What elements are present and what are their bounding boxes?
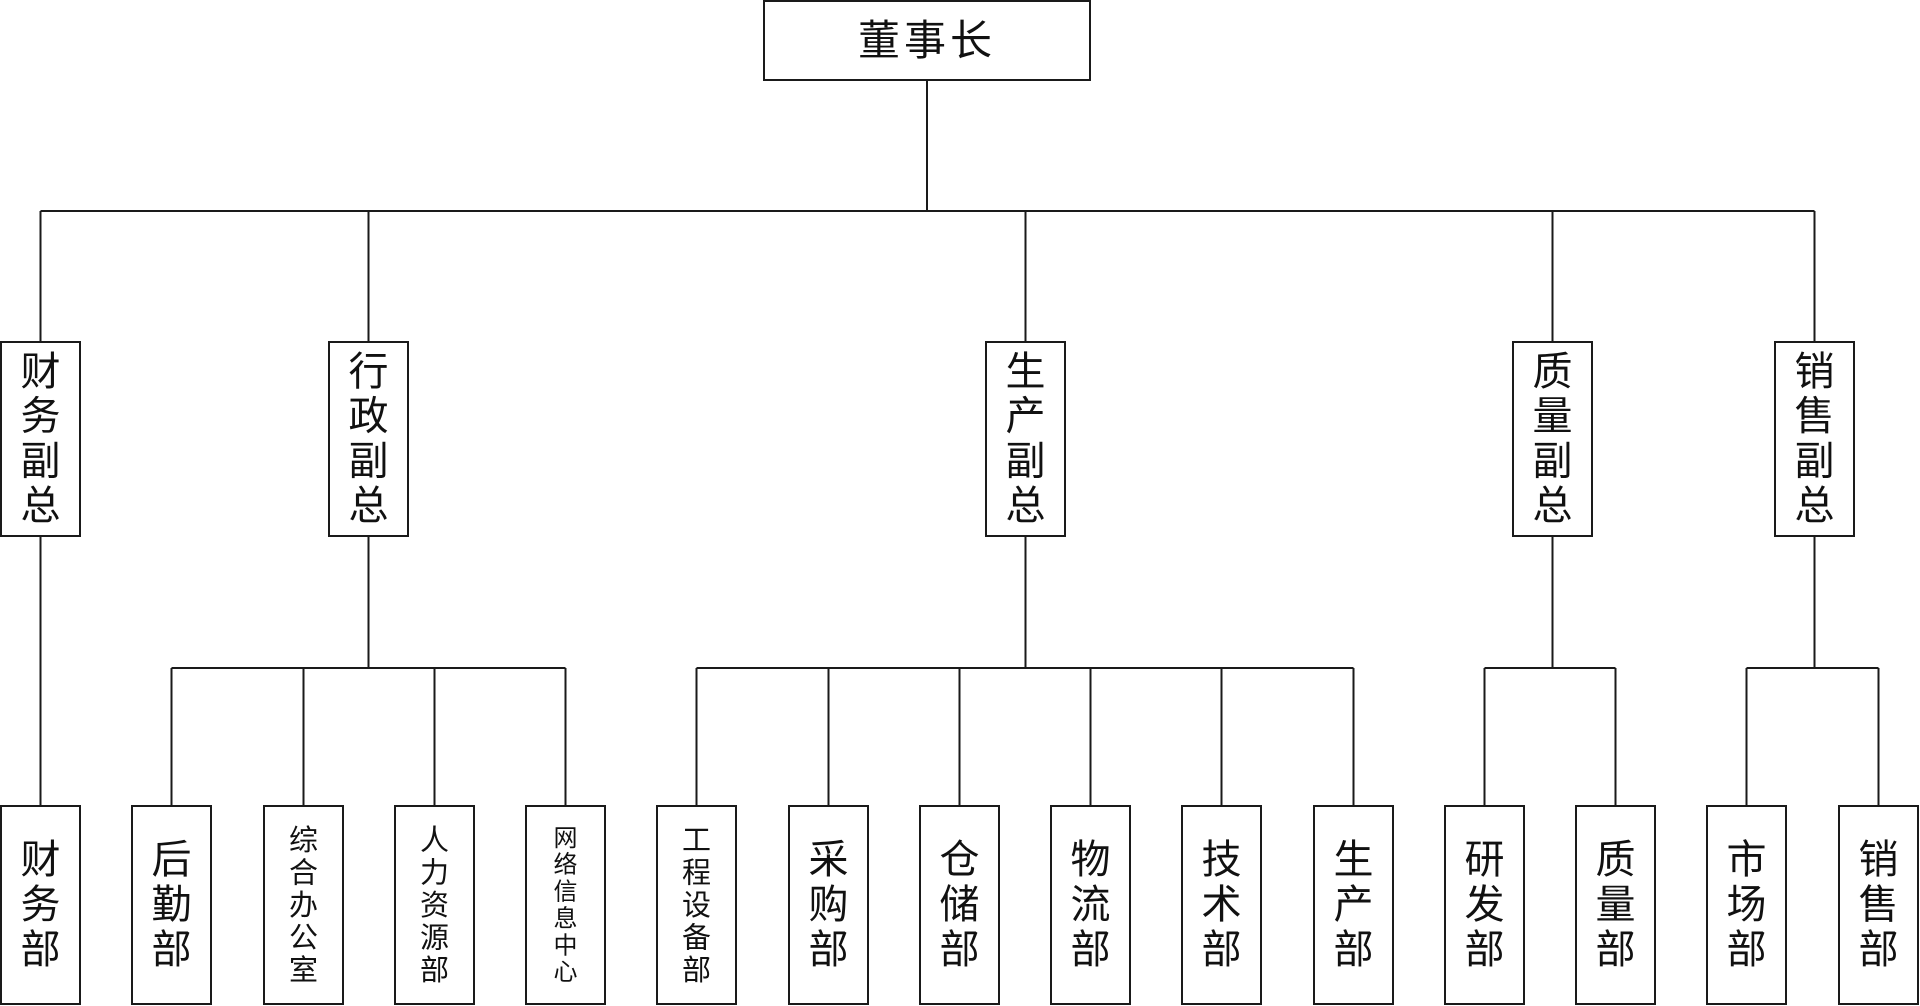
dept-hr-label: 人力资源部 [420, 823, 449, 987]
dept-technology: 技术部 [1181, 805, 1262, 1005]
dept-production-dept: 生产部 [1313, 805, 1394, 1005]
vp-admin-label: 行政副总 [349, 349, 389, 529]
dept-sales-dept-box [1838, 805, 1919, 1005]
dept-finance-dept: 财务部 [0, 805, 81, 1005]
dept-marketing-label: 市场部 [1727, 837, 1767, 973]
vp-production: 生产副总 [985, 341, 1066, 537]
vp-production-box [985, 341, 1066, 537]
vp-quality: 质量副总 [1512, 341, 1593, 537]
dept-technology-box [1181, 805, 1262, 1005]
dept-logistics-support: 后勤部 [131, 805, 212, 1005]
dept-rnd-box [1444, 805, 1525, 1005]
dept-procurement-box [788, 805, 869, 1005]
dept-logistics-support-label: 后勤部 [152, 837, 192, 973]
dept-warehouse: 仓储部 [919, 805, 1000, 1005]
vp-finance-label: 财务副总 [21, 349, 61, 529]
dept-sales-dept: 销售部 [1838, 805, 1919, 1005]
dept-technology-label: 技术部 [1202, 837, 1242, 973]
dept-general-office-label: 综合办公室 [289, 823, 318, 987]
dept-logistics-label: 物流部 [1071, 837, 1111, 973]
dept-finance-dept-box [0, 805, 81, 1005]
dept-finance-dept-label: 财务部 [21, 837, 61, 973]
dept-hr: 人力资源部 [394, 805, 475, 1005]
vp-quality-label: 质量副总 [1533, 349, 1573, 529]
dept-logistics-box [1050, 805, 1131, 1005]
dept-quality-dept: 质量部 [1575, 805, 1656, 1005]
dept-quality-dept-box [1575, 805, 1656, 1005]
vp-sales-label: 销售副总 [1795, 349, 1835, 529]
chairman-box-box [763, 0, 1091, 81]
vp-sales: 销售副总 [1774, 341, 1855, 537]
vp-admin-box [328, 341, 409, 537]
dept-marketing-box [1706, 805, 1787, 1005]
dept-quality-dept-label: 质量部 [1596, 837, 1636, 973]
connectors [39, 80, 1880, 806]
dept-network-info: 网络信息中心 [525, 805, 606, 1005]
vp-finance: 财务副总 [0, 341, 81, 537]
dept-network-info-box [525, 805, 606, 1005]
dept-engineering-label: 工程设备部 [682, 823, 711, 987]
dept-general-office-box [263, 805, 344, 1005]
dept-logistics: 物流部 [1050, 805, 1131, 1005]
dept-hr-box [394, 805, 475, 1005]
dept-rnd: 研发部 [1444, 805, 1525, 1005]
dept-sales-dept-label: 销售部 [1859, 837, 1899, 973]
vp-finance-box [0, 341, 81, 537]
dept-procurement-label: 采购部 [809, 837, 849, 973]
dept-rnd-label: 研发部 [1465, 837, 1505, 973]
dept-marketing: 市场部 [1706, 805, 1787, 1005]
chairman-box-label: 董事长 [858, 16, 996, 65]
chairman-box: 董事长 [763, 0, 1091, 81]
dept-production-dept-label: 生产部 [1334, 837, 1374, 973]
vp-quality-box [1512, 341, 1593, 537]
dept-warehouse-label: 仓储部 [940, 837, 980, 973]
dept-engineering-box [656, 805, 737, 1005]
dept-production-dept-box [1313, 805, 1394, 1005]
vp-admin: 行政副总 [328, 341, 409, 537]
dept-engineering: 工程设备部 [656, 805, 737, 1005]
dept-network-info-label: 网络信息中心 [554, 824, 578, 986]
dept-logistics-support-box [131, 805, 212, 1005]
dept-warehouse-box [919, 805, 1000, 1005]
vp-production-label: 生产副总 [1006, 349, 1046, 529]
dept-procurement: 采购部 [788, 805, 869, 1005]
dept-general-office: 综合办公室 [263, 805, 344, 1005]
vp-sales-box [1774, 341, 1855, 537]
